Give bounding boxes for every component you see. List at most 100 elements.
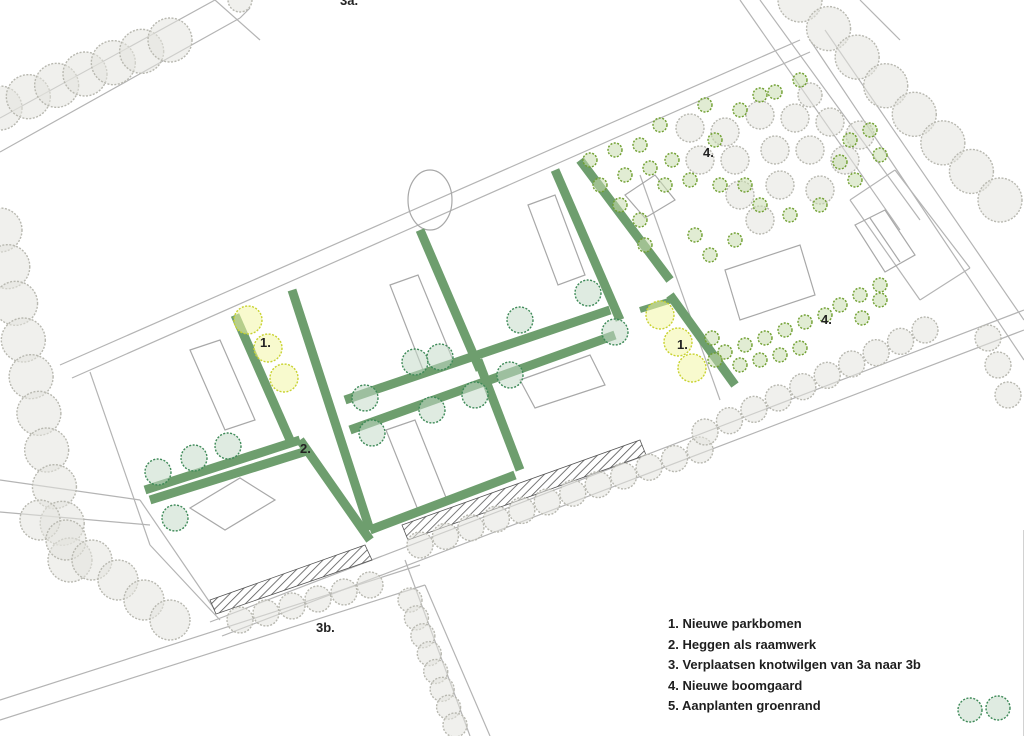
building (385, 419, 448, 511)
hedge (473, 358, 525, 472)
existing-tree (891, 91, 937, 137)
orchard-tree (772, 347, 788, 363)
existing-tree (0, 280, 39, 327)
hedge-tree (214, 432, 242, 460)
existing-tree (760, 135, 790, 165)
orchard-tree (704, 330, 720, 346)
existing-tree (977, 177, 1023, 223)
building (869, 217, 901, 263)
label-heggen: 2. (300, 441, 311, 456)
orchard-tree (642, 160, 658, 176)
orchard-tree (664, 152, 680, 168)
hedge (143, 435, 302, 495)
existing-tree (533, 488, 561, 516)
existing-tree (745, 100, 775, 130)
orchard-tree (792, 340, 808, 356)
hedge-tree (985, 695, 1011, 721)
orchard-tree (612, 197, 628, 213)
existing-tree (16, 390, 62, 437)
hedge (148, 445, 312, 505)
existing-tree (765, 170, 795, 200)
hedge (550, 168, 625, 322)
existing-tree (149, 599, 191, 641)
existing-tree (8, 353, 54, 400)
label-parkbomen-right: 1. (677, 337, 688, 352)
existing-tree (834, 34, 880, 80)
hedge (415, 228, 485, 372)
existing-tree (720, 145, 750, 175)
hedge-tree (351, 384, 379, 412)
existing-tree (911, 316, 939, 344)
legend-item-knotwilgen: 3. Verplaatsen knotwilgen van 3a naar 3b (668, 657, 921, 672)
legend-item-heggen: 2. Heggen als raamwerk (668, 636, 817, 652)
orchard-tree (652, 117, 668, 133)
hedge-tree (461, 381, 489, 409)
orchard-tree (782, 207, 798, 223)
hedge-tree (574, 279, 602, 307)
hedge (296, 437, 374, 543)
existing-tree (442, 712, 468, 736)
label-parkbomen-left: 1. (260, 335, 271, 350)
orchard-tree (657, 177, 673, 193)
existing-tree (789, 372, 817, 401)
orchard-tree (737, 337, 753, 353)
existing-tree (764, 384, 793, 412)
park-tree (269, 363, 299, 393)
hedge (666, 292, 739, 388)
label-boomgaard-south: 4. (821, 312, 832, 327)
existing-tree (584, 470, 612, 499)
orchard-tree (832, 154, 848, 170)
existing-tree (252, 599, 280, 627)
existing-tree (984, 351, 1012, 379)
hedge-tree (601, 318, 629, 346)
existing-tree (862, 338, 890, 367)
existing-tree (482, 505, 511, 533)
orchard-tree (854, 310, 870, 326)
existing-tree (23, 427, 70, 473)
orchard-tree (707, 132, 723, 148)
existing-tree (226, 606, 254, 634)
orchard-tree (632, 137, 648, 153)
orchard-tree (792, 72, 808, 88)
existing-tree (815, 107, 845, 137)
park-tree (677, 353, 707, 383)
existing-tree (406, 531, 434, 559)
orchard-tree (682, 172, 698, 188)
orchard-tree (582, 152, 598, 168)
orchard-tree (592, 177, 608, 193)
existing-tree (431, 522, 460, 551)
orchard-tree (812, 197, 828, 213)
orchard-tree (732, 102, 748, 118)
building (724, 244, 816, 321)
existing-tree (356, 571, 384, 599)
hatched-strip (209, 544, 373, 615)
orchard-tree (702, 247, 718, 263)
orchard-tree (637, 237, 653, 253)
orchard-tree (607, 142, 623, 158)
hedge (287, 288, 375, 532)
legend: 1. Nieuwe parkbomen 2. Heggen als raamwe… (668, 614, 1008, 717)
park-tree (645, 300, 675, 330)
orchard-tree (632, 212, 648, 228)
label-zone-3a: 3a. (340, 0, 358, 8)
legend-item-parkbomen: 1. Nieuwe parkbomen (668, 616, 802, 631)
existing-tree (886, 327, 915, 356)
hedge-tree (957, 697, 983, 723)
orchard-tree (752, 352, 768, 368)
orchard-tree (727, 232, 743, 248)
existing-tree (994, 381, 1022, 409)
park-tree (663, 327, 693, 357)
hedge (368, 470, 517, 535)
orchard-tree (847, 172, 863, 188)
existing-tree (920, 120, 966, 166)
existing-tree (691, 418, 719, 446)
building (527, 194, 586, 286)
hedge-tree (180, 444, 208, 472)
orchard-tree (872, 277, 888, 293)
orchard-tree (872, 292, 888, 308)
orchard-tree (852, 287, 868, 303)
label-zone-3b: 3b. (316, 620, 335, 635)
existing-tree (780, 103, 810, 133)
existing-tree (147, 17, 193, 63)
